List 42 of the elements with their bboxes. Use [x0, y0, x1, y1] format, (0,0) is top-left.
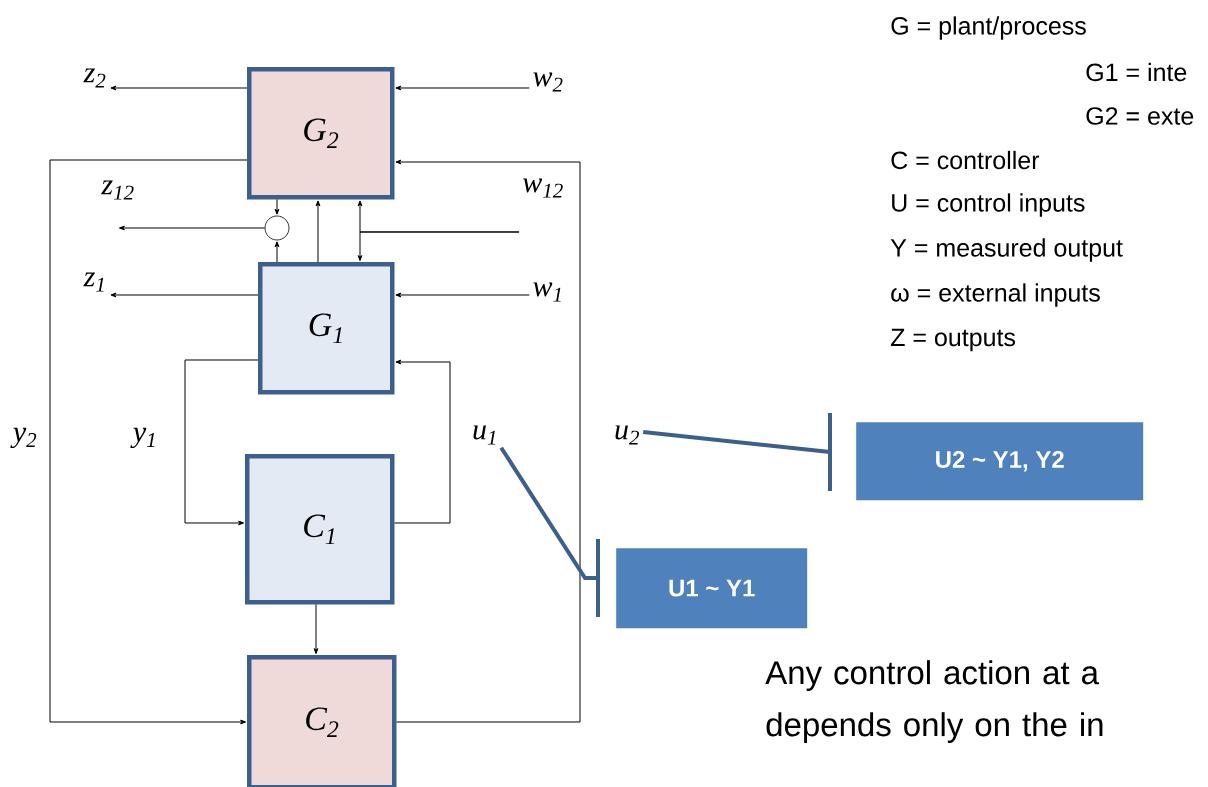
leader-line — [643, 430, 831, 454]
edge-label: y$_{1}$ — [130, 427, 155, 449]
signal-label: w$_{1}$ — [533, 282, 561, 302]
arrow — [110, 292, 259, 298]
signal-label: z$_{12}$ — [101, 180, 134, 200]
note-box: U1 ~ Y1 — [616, 548, 808, 629]
process-box: C$_{2}$ — [247, 655, 397, 787]
edge-label: y$_{2}$ — [10, 427, 37, 449]
definition-text: ω = external inputs — [891, 283, 1100, 307]
process-box: G$_{1}$ — [258, 262, 395, 395]
arrow — [110, 85, 248, 91]
arrow — [274, 241, 280, 263]
note-text: Any control action at a depends only on the in — [765, 660, 1103, 743]
signal-label: u$_{2}$ — [615, 425, 640, 445]
definition-text: C = controller — [891, 150, 1040, 170]
arrow — [184, 359, 259, 526]
definition-text: G = plant/process — [891, 16, 1086, 40]
arrow — [394, 359, 451, 524]
arrow — [357, 231, 520, 262]
definition-text: G1 = inte — [1086, 62, 1187, 82]
definition-text: G2 = exte — [1086, 107, 1194, 125]
definition-text: Z = outputs — [891, 328, 1016, 352]
summing-junction — [264, 215, 290, 241]
signal-label: w$_{12}$ — [522, 178, 563, 198]
arrow — [313, 604, 319, 655]
arrow — [395, 85, 530, 91]
process-box: C$_{1}$ — [245, 454, 395, 605]
arrow — [274, 199, 280, 215]
arrow — [395, 292, 530, 298]
note-box: U2 ~ Y1, Y2 — [856, 422, 1144, 501]
arrow — [49, 159, 248, 725]
arrow — [118, 225, 266, 231]
signal-label: z$_{2}$ — [83, 68, 106, 88]
arrow — [395, 159, 581, 723]
signal-label: w$_{2}$ — [533, 72, 563, 92]
signal-label: u$_{1}$ — [473, 425, 496, 445]
signal-label: z$_{1}$ — [83, 272, 104, 292]
arrow — [315, 200, 321, 263]
leader-line — [499, 446, 598, 580]
definition-text: U = control inputs — [892, 193, 1085, 217]
definition-text: Y = measured output — [890, 238, 1123, 262]
process-box: G$_{2}$ — [247, 67, 395, 200]
